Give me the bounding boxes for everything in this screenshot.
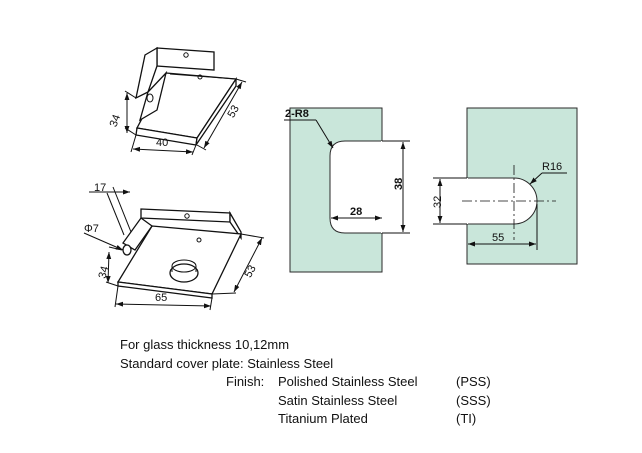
technical-drawing: 34 40 53 17 Φ7 [83, 46, 578, 311]
glass-notch-view: 2-R8 28 38 [284, 107, 410, 273]
finish-name-2: Satin Stainless Steel [278, 392, 398, 408]
side-depth-dim: 34 [97, 265, 112, 280]
cover-plate-text: Standard cover plate: Stainless Steel [120, 355, 334, 371]
glass-thickness-text: For glass thickness 10,12mm [120, 337, 290, 352]
finish-code-3: (TI) [456, 411, 477, 426]
slot-height-dim: 32 [432, 196, 444, 208]
slot-radius-dim: R16 [542, 161, 562, 173]
side-hole-dim: Φ7 [84, 223, 99, 235]
top-width-dim: 40 [156, 137, 168, 149]
hinge-side-view: 17 Φ7 34 65 53 [83, 182, 265, 311]
finish-name-1: Polished Stainless Steel [278, 374, 418, 389]
notch-width-dim: 28 [350, 206, 362, 218]
finish-code-2: (SSS) [456, 392, 491, 408]
notch-radius-dim: 2-R8 [285, 108, 309, 120]
finish-label: Finish: [226, 374, 265, 389]
notch-height-dim: 38 [393, 178, 405, 190]
side-width-dim: 65 [155, 292, 167, 304]
hinge-top-view: 34 40 53 [108, 46, 247, 156]
side-height-dim: 53 [242, 263, 258, 279]
top-height-dim: 53 [225, 103, 242, 120]
side-offset-dim: 17 [94, 182, 106, 194]
finish-code-1: (PSS) [456, 374, 491, 389]
slot-length-dim: 55 [492, 232, 504, 244]
glass-slot-view: R16 32 55 [432, 107, 578, 265]
finish-name-3: Titanium Plated [278, 411, 368, 426]
top-depth-dim: 34 [108, 113, 123, 129]
